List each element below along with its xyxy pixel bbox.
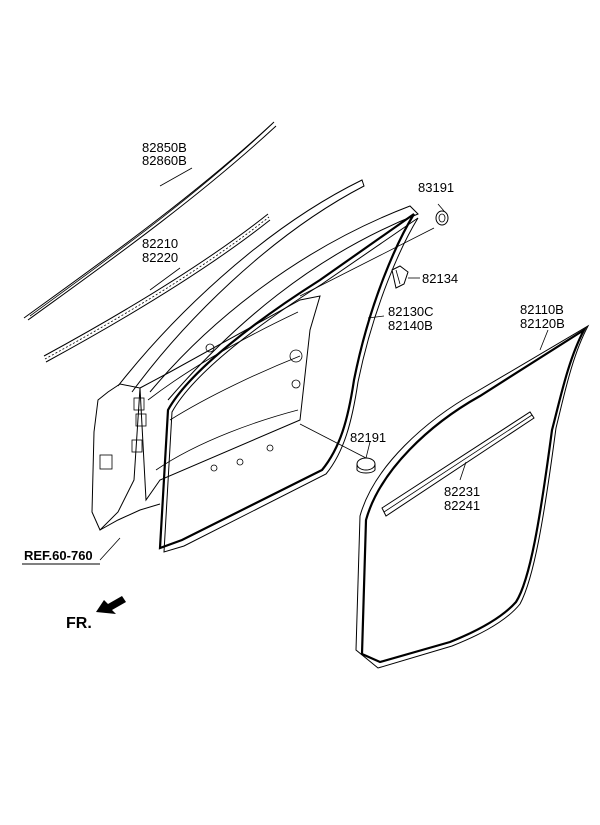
callout-trim-strip-2: 82241 (444, 498, 480, 513)
callout-trim-strip-1: 82231 (444, 484, 480, 499)
plug-top-part (435, 210, 449, 226)
trim-strip-part (381, 411, 535, 517)
callout-clip: 82134 (422, 271, 458, 286)
door-weatherstrip-part (158, 213, 419, 553)
leader-lines (99, 167, 549, 561)
body-weatherstrip-part (355, 324, 590, 669)
callout-drip-molding-1: 82850B (142, 140, 187, 155)
drip-molding-part (23, 121, 277, 321)
callout-belt-weatherstrip-2: 82220 (142, 250, 178, 265)
belt-weatherstrip-part (43, 213, 271, 363)
front-arrow-icon (96, 596, 126, 614)
clip-part (391, 265, 409, 289)
callout-belt-weatherstrip-1: 82210 (142, 236, 178, 251)
callout-drip-molding-2: 82860B (142, 153, 187, 168)
callout-body-weatherstrip-2: 82120B (520, 316, 565, 331)
door-panel (91, 179, 419, 531)
callout-body-weatherstrip-1: 82110B (520, 302, 564, 317)
reference-label: REF.60-760 (24, 548, 93, 563)
front-indicator-label: FR. (66, 615, 92, 632)
callout-door-weatherstrip-1: 82130C (388, 304, 434, 319)
callout-plug-bottom: 82191 (350, 430, 386, 445)
callout-plug-top: 83191 (418, 180, 454, 195)
callout-door-weatherstrip-2: 82140B (388, 318, 433, 333)
plug-bottom-part (356, 457, 376, 474)
